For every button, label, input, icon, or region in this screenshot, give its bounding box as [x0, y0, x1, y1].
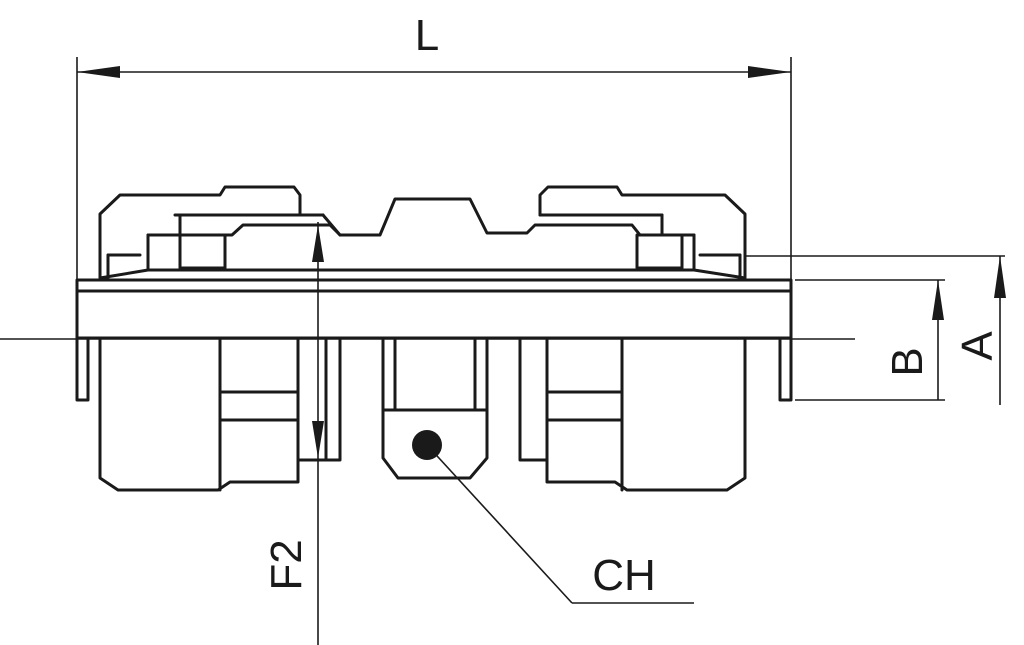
- right-nut-section: [538, 185, 747, 280]
- tube-diameter-label: B: [883, 347, 932, 376]
- outer-diameter-label: A: [953, 331, 1002, 361]
- right-nut-outside: [545, 338, 747, 492]
- length-label: L: [415, 11, 439, 60]
- left-nut-section: [98, 185, 302, 280]
- hex-label: CH: [592, 551, 656, 600]
- left-nut-outside: [98, 338, 300, 492]
- dimension-length: L: [76, 11, 792, 282]
- body-hex-outside: [296, 338, 549, 480]
- dimension-thread: F2: [262, 222, 324, 645]
- dimension-tube-diameter: B: [795, 279, 945, 401]
- dimension-outer-diameter: A: [745, 255, 1006, 405]
- thread-label: F2: [262, 539, 311, 590]
- tube: [75, 278, 793, 402]
- body-section: [146, 197, 696, 272]
- dimension-hex: CH: [412, 430, 694, 604]
